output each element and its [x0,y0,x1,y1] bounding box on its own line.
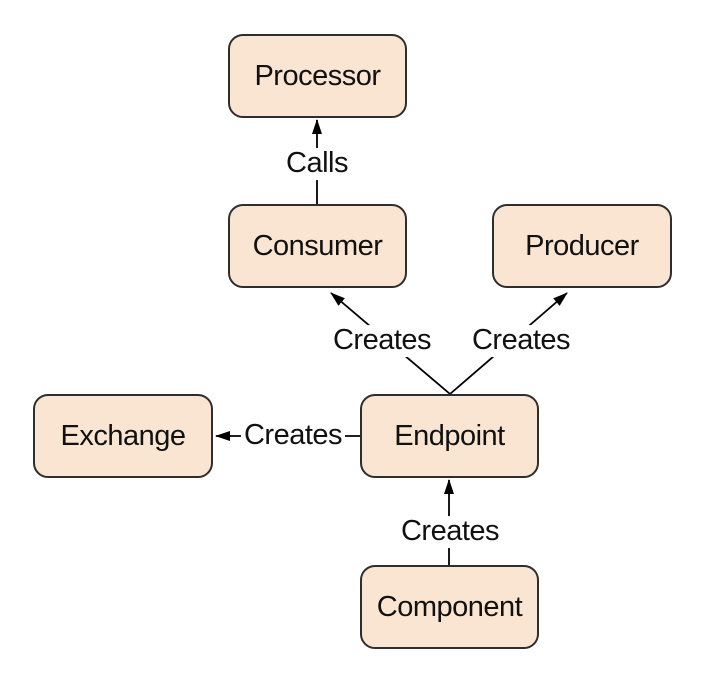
edge-label-creates-producer: Creates [468,324,574,357]
node-endpoint: Endpoint [360,394,539,478]
edge-label-creates-endpoint: Creates [397,515,503,548]
node-processor-label: Processor [254,59,381,92]
edge-label-calls: Calls [283,147,351,180]
node-processor: Processor [228,34,407,118]
node-exchange: Exchange [33,394,213,478]
node-consumer: Consumer [228,204,407,288]
node-exchange-label: Exchange [60,419,187,452]
edge-label-creates-exchange: Creates [240,419,346,452]
edge-label-creates-consumer: Creates [329,324,435,357]
node-endpoint-label: Endpoint [394,419,505,452]
node-component: Component [360,565,539,649]
node-consumer-label: Consumer [252,229,383,262]
node-component-label: Component [376,590,523,623]
node-producer: Producer [492,204,672,288]
node-producer-label: Producer [525,229,639,262]
